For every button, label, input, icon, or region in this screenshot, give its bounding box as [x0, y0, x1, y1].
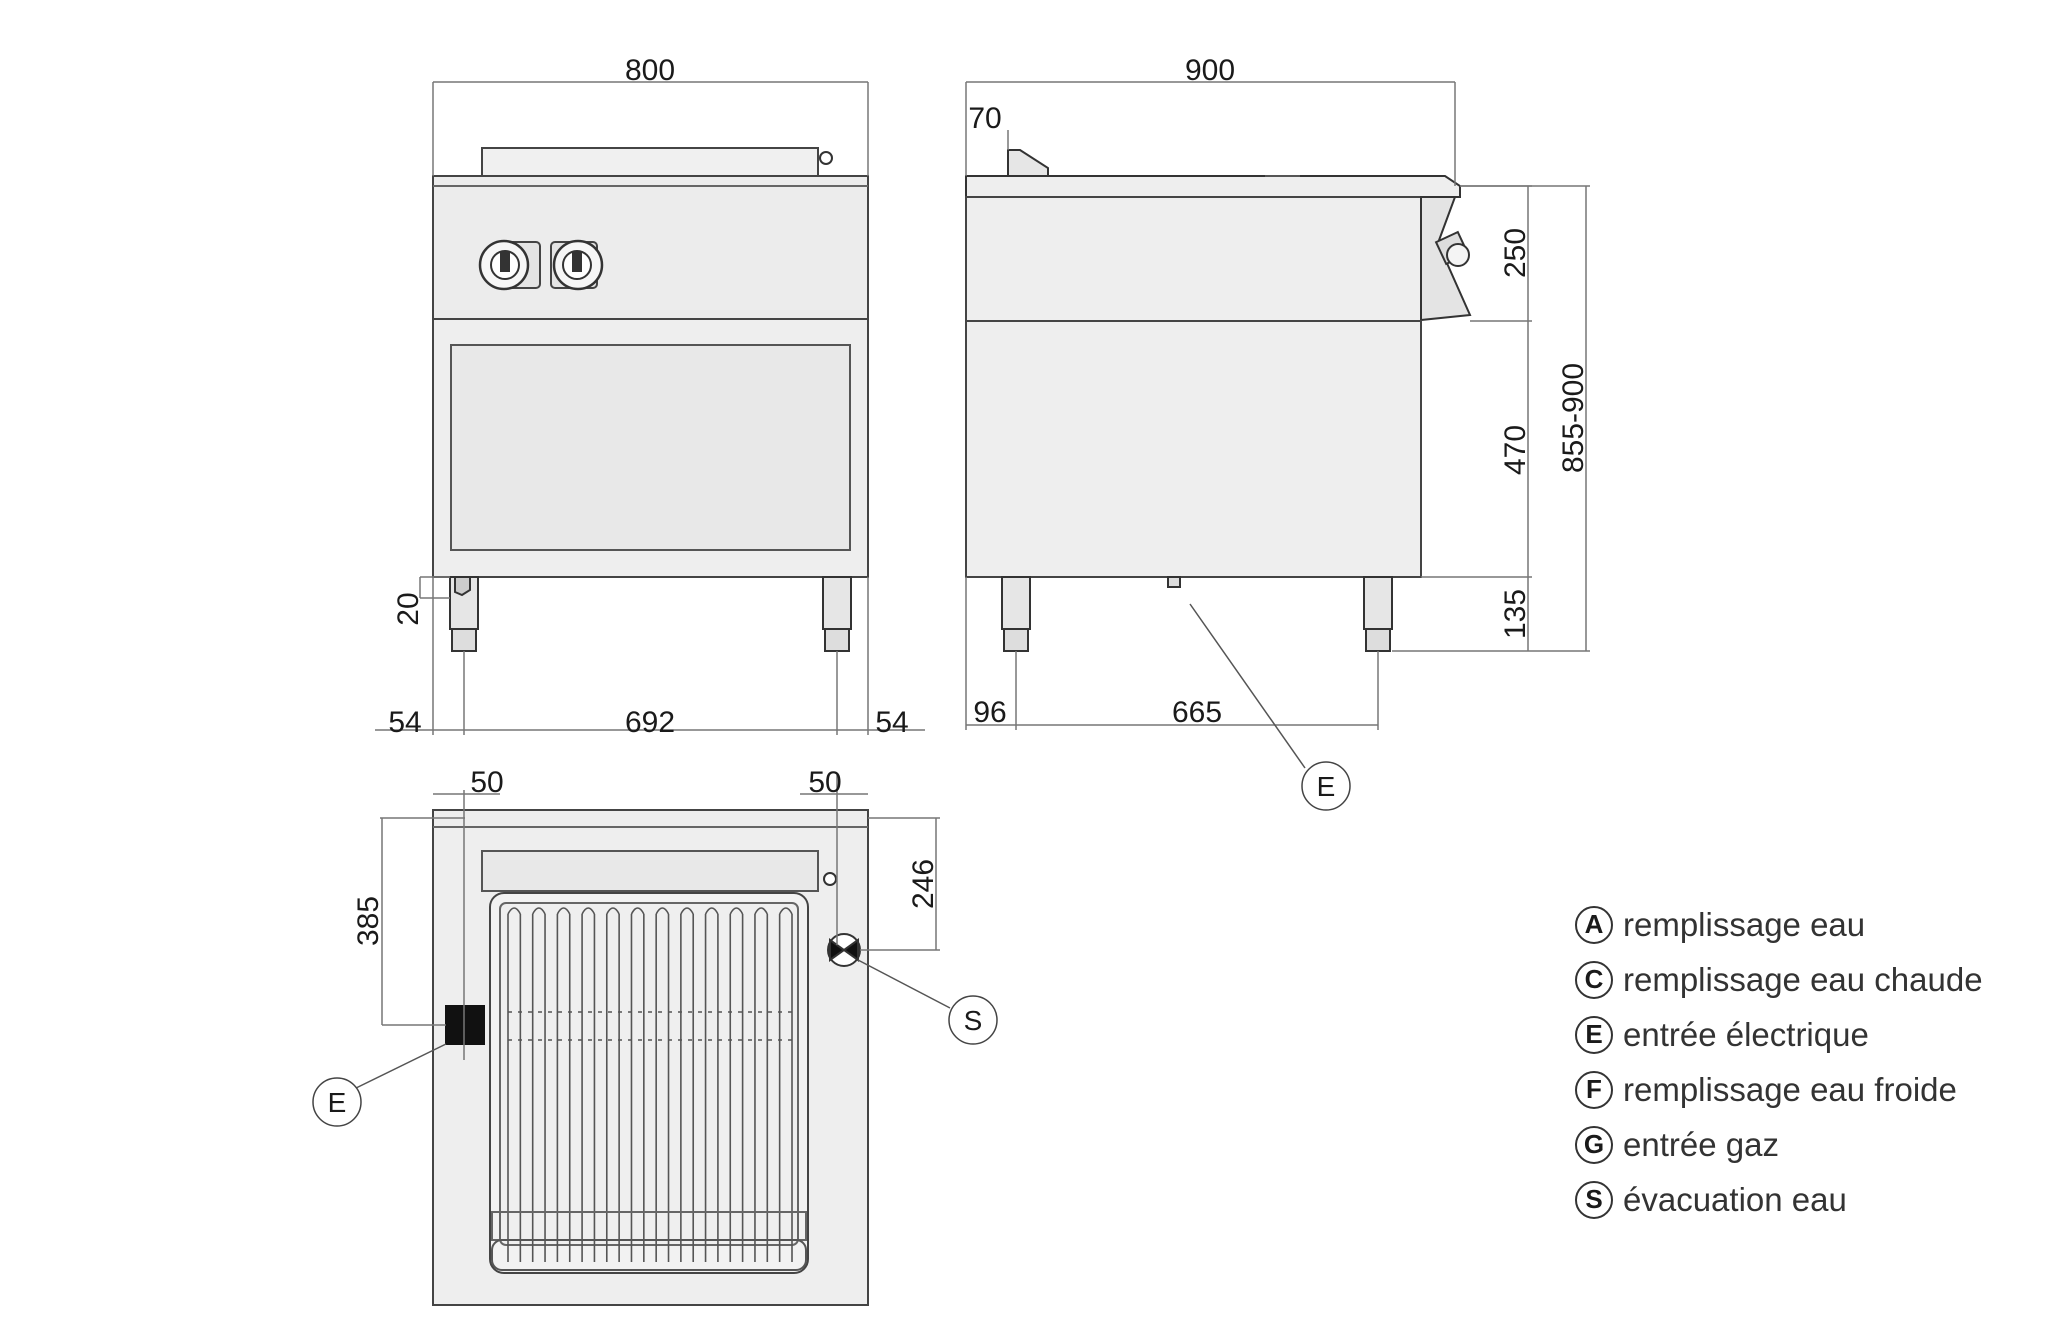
grill-bar-bend	[655, 907, 670, 915]
grill-bar-bend	[531, 907, 546, 915]
legend-label-g: entrée gaz	[1623, 1125, 1779, 1163]
legend-label-f: remplissage eau froide	[1623, 1070, 1957, 1108]
legend-item: C remplissage eau chaude	[1575, 952, 1983, 1007]
dim-side-total-height: 855-900	[1557, 363, 1590, 473]
legend: A remplissage eau C remplissage eau chau…	[1575, 897, 1983, 1227]
grill-bar-bend	[754, 907, 769, 915]
legend-letter-f: F	[1575, 1070, 1613, 1109]
dim-front-width: 800	[625, 54, 675, 87]
legend-letter-s: S	[1575, 1180, 1613, 1219]
grill-bar-bend	[630, 907, 645, 915]
top-drain-callout: S	[857, 959, 998, 1045]
legend-letter-e: E	[1575, 1015, 1613, 1054]
dim-side-leg-height: 135	[1499, 589, 1532, 639]
dim-side-foot-spacing: 665	[1172, 696, 1222, 729]
dim-side-front-offset: 96	[973, 696, 1006, 729]
dim-front-left-offset: 54	[388, 706, 421, 739]
dim-front-foot-height: 20	[392, 592, 425, 625]
grill-bar-bend	[704, 907, 719, 915]
dim-side-mid-height: 470	[1499, 425, 1532, 475]
dim-top-left-offset: 50	[470, 766, 503, 799]
top-callout-s-label: S	[964, 1005, 983, 1036]
grill-bars	[507, 907, 793, 1262]
legend-letter-a: A	[1575, 905, 1613, 944]
dim-side-back-offset: 70	[968, 102, 1001, 135]
dim-front-foot-spacing: 692	[625, 706, 675, 739]
legend-letter-c: C	[1575, 960, 1613, 999]
dim-side-depth: 900	[1185, 54, 1235, 87]
top-dimension-lines	[380, 775, 940, 1060]
grill-bar-bend	[556, 907, 571, 915]
electric-entry-marker	[445, 1005, 485, 1045]
control-knob-right-icon	[550, 239, 604, 291]
side-electric-callout: E	[1189, 603, 1351, 811]
grill-bar-bend	[507, 907, 522, 915]
front-view	[432, 147, 869, 652]
grill-bar-bend	[581, 907, 596, 915]
legend-label-a: remplissage eau	[1623, 905, 1866, 943]
dim-side-top-height: 250	[1499, 228, 1532, 278]
grill-bar-bend	[606, 907, 620, 915]
legend-item: E entrée électrique	[1575, 1007, 1983, 1062]
side-callout-e-label: E	[1317, 771, 1336, 802]
dim-front-right-offset: 54	[875, 706, 908, 739]
legend-label-e: entrée électrique	[1623, 1015, 1869, 1053]
grill-bar-bend	[729, 907, 744, 915]
legend-letter-g: G	[1575, 1125, 1613, 1164]
top-view	[432, 809, 869, 1306]
legend-item: G entrée gaz	[1575, 1117, 1983, 1172]
dim-top-right-offset: 50	[808, 766, 841, 799]
side-knob-icon	[1434, 230, 1470, 267]
legend-item: A remplissage eau	[1575, 897, 1983, 952]
legend-item: F remplissage eau froide	[1575, 1062, 1983, 1117]
legend-item: S évacuation eau	[1575, 1172, 1983, 1227]
side-view	[965, 149, 1472, 652]
side-dimension-lines	[965, 81, 1590, 730]
top-callout-e-label: E	[328, 1087, 347, 1118]
control-knob-left-icon	[478, 239, 541, 291]
grill-bar-bend	[778, 907, 793, 915]
dim-top-s-depth: 246	[907, 859, 940, 909]
drain-valve-icon	[827, 933, 861, 967]
legend-label-s: évacuation eau	[1623, 1180, 1847, 1218]
front-dimension-lines	[375, 81, 925, 735]
dim-top-e-depth: 385	[352, 896, 385, 946]
legend-label-c: remplissage eau chaude	[1623, 960, 1983, 998]
grill-bar-bend	[680, 907, 694, 915]
top-electric-callout: E	[312, 1043, 447, 1127]
